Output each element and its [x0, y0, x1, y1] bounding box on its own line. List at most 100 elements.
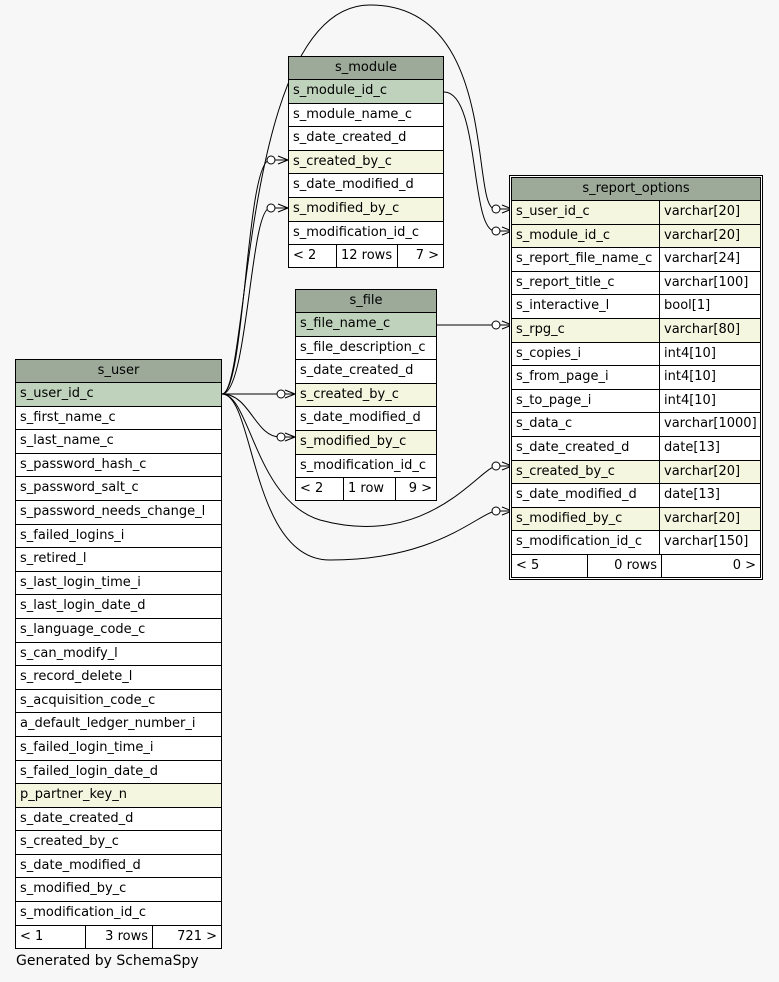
column-row[interactable]: s_last_login_date_d	[16, 595, 221, 619]
column-name: s_interactive_l	[516, 298, 610, 314]
column-type: varchar[80]	[659, 318, 760, 342]
column-row[interactable]: s_date_modified_d date[13]	[512, 484, 760, 508]
column-row[interactable]: s_user_id_c	[16, 383, 221, 407]
column-name: s_module_name_c	[293, 106, 413, 122]
column-row[interactable]: s_record_delete_l	[16, 666, 221, 690]
parents-count[interactable]: < 5	[512, 554, 588, 577]
children-count[interactable]: 9 >	[408, 481, 432, 497]
column-row[interactable]: p_partner_key_n	[16, 784, 221, 808]
parents-count[interactable]: < 1	[16, 925, 86, 948]
column-row[interactable]: s_password_needs_change_l	[16, 501, 221, 525]
column-name: s_file_name_c	[300, 316, 391, 331]
column-type: varchar[100]	[659, 271, 760, 295]
table-title: s_module	[289, 57, 443, 80]
column-row[interactable]: s_created_by_c	[289, 150, 443, 175]
column-name: s_modification_id_c	[293, 224, 419, 240]
column-row[interactable]: s_failed_login_date_d	[16, 761, 221, 785]
column-row[interactable]: s_last_name_c	[16, 430, 221, 454]
table-s-module[interactable]: s_module s_module_id_c s_module_name_c s_d…	[288, 56, 444, 269]
row-count: 12 rows	[337, 245, 398, 268]
column-name: s_language_code_c	[20, 621, 146, 637]
edge-user-module-modified	[221, 207, 288, 395]
column-row[interactable]: s_password_hash_c	[16, 454, 221, 478]
column-row[interactable]: s_rpg_c varchar[80]	[512, 318, 760, 343]
column-row[interactable]: s_modification_id_c	[289, 222, 443, 246]
column-name: s_created_by_c	[20, 834, 119, 850]
column-row[interactable]: s_date_created_d	[16, 808, 221, 832]
column-name: s_record_delete_l	[20, 669, 133, 685]
column-type: varchar[20]	[659, 201, 760, 224]
column-row[interactable]: s_date_modified_d	[289, 174, 443, 198]
column-name: s_date_modified_d	[293, 177, 414, 193]
row-count: 0 rows	[588, 554, 662, 577]
column-row[interactable]: s_module_id_c	[289, 80, 443, 104]
column-name: a_default_ledger_number_i	[20, 716, 196, 732]
column-type: varchar[20]	[659, 460, 760, 484]
column-row[interactable]: s_modification_id_c	[16, 902, 221, 926]
column-name: s_date_modified_d	[300, 410, 421, 426]
column-row[interactable]: s_retired_l	[16, 548, 221, 572]
column-name: s_last_login_date_d	[20, 598, 146, 614]
column-row[interactable]: s_last_login_time_i	[16, 572, 221, 596]
parents-count[interactable]: < 2	[289, 245, 337, 268]
column-row[interactable]: s_language_code_c	[16, 619, 221, 643]
column-type: date[13]	[659, 484, 760, 507]
column-row[interactable]: s_module_name_c	[289, 104, 443, 128]
column-name: s_failed_logins_i	[20, 527, 125, 543]
column-row[interactable]: s_modification_id_c	[296, 455, 436, 479]
table-footer: < 2 1 row 9 >	[296, 478, 436, 501]
column-row[interactable]: s_created_by_c	[16, 831, 221, 855]
column-name: s_to_page_i	[516, 392, 592, 408]
column-row[interactable]: s_modified_by_c	[296, 430, 436, 455]
parents-count[interactable]: < 2	[296, 478, 344, 501]
column-row[interactable]: s_date_modified_d	[296, 407, 436, 431]
column-name: s_date_modified_d	[516, 487, 637, 503]
column-row[interactable]: s_failed_logins_i	[16, 525, 221, 549]
column-row[interactable]: s_module_id_c varchar[20]	[512, 224, 760, 249]
column-row[interactable]: s_modified_by_c	[289, 197, 443, 222]
column-name: s_password_hash_c	[20, 456, 147, 472]
column-row[interactable]: s_can_modify_l	[16, 643, 221, 667]
children-count[interactable]: 0 >	[732, 557, 756, 573]
children-count[interactable]: 721 >	[177, 928, 217, 944]
column-name: s_can_modify_l	[20, 645, 118, 661]
column-row[interactable]: s_file_name_c	[296, 313, 436, 337]
column-row[interactable]: s_password_salt_c	[16, 477, 221, 501]
column-name: s_acquisition_code_c	[20, 692, 156, 708]
column-row[interactable]: s_first_name_c	[16, 407, 221, 431]
column-name: s_module_id_c	[516, 227, 611, 243]
column-row[interactable]: s_created_by_c	[296, 383, 436, 408]
column-row[interactable]: s_date_created_d	[296, 360, 436, 384]
column-row[interactable]: s_date_created_d	[289, 127, 443, 151]
column-row[interactable]: s_file_description_c	[296, 337, 436, 361]
column-row[interactable]: s_date_modified_d	[16, 855, 221, 879]
column-row[interactable]: s_acquisition_code_c	[16, 690, 221, 714]
column-name: s_date_created_d	[293, 130, 407, 146]
column-type: varchar[150]	[659, 531, 760, 554]
column-type: varchar[20]	[659, 224, 760, 248]
children-count[interactable]: 7 >	[415, 248, 439, 264]
column-row[interactable]: s_modified_by_c	[16, 878, 221, 903]
column-name: s_date_modified_d	[20, 857, 141, 873]
column-name: s_created_by_c	[293, 153, 392, 169]
table-footer: < 5 0 rows 0 >	[512, 554, 760, 577]
column-name: s_rpg_c	[516, 321, 565, 337]
column-row[interactable]: a_default_ledger_number_i	[16, 713, 221, 737]
column-row[interactable]: s_failed_login_time_i	[16, 737, 221, 761]
